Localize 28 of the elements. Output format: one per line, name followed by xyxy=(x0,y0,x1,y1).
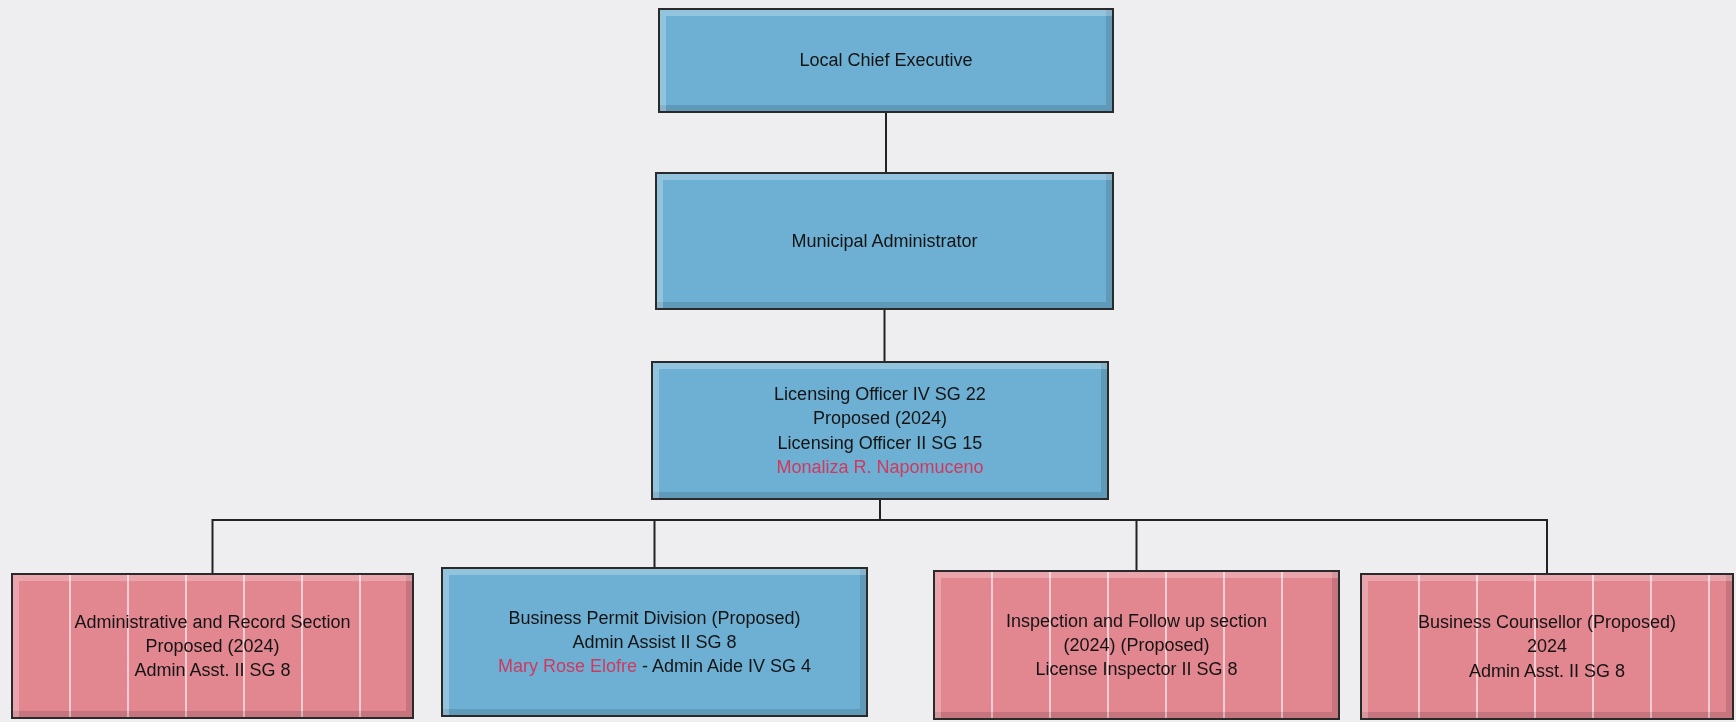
person-name: Mary Rose Elofre xyxy=(497,656,637,677)
box-text: License Inspector II SG 8 xyxy=(1035,658,1238,682)
org-box xyxy=(1360,573,1734,720)
org-box xyxy=(441,567,868,717)
box-text: (2024) (Proposed) xyxy=(1063,633,1210,657)
connector-line xyxy=(885,112,887,173)
box-text: Inspection and Follow up section xyxy=(1005,609,1268,633)
box-text: Admin Asst. II SG 8 xyxy=(134,659,291,683)
box-text: Licensing Officer IV SG 22 xyxy=(774,382,986,406)
box-text: Business Permit Division (Proposed) xyxy=(508,606,801,630)
box-text: Licensing Officer II SG 15 xyxy=(777,431,983,455)
box-text: Proposed (2024) xyxy=(812,407,948,431)
org-box xyxy=(655,172,1114,310)
box-text: Local Chief Executive xyxy=(799,49,973,73)
box-text: Proposed (2024) xyxy=(145,634,280,658)
org-box xyxy=(651,361,1109,500)
box-text: 2024 xyxy=(1526,635,1567,659)
org-box xyxy=(933,570,1340,720)
box-text: Administrative and Record Section xyxy=(74,610,351,634)
connector-line xyxy=(883,309,886,362)
org-box xyxy=(11,573,414,719)
box-text: Admin Assist II SG 8 xyxy=(572,630,737,654)
box-text: - Admin Aide IV SG 4 xyxy=(640,656,812,677)
box-text: Admin Asst. II SG 8 xyxy=(1468,659,1626,683)
box-text: Municipal Administrator xyxy=(791,229,978,253)
person-name: Monaliza R. Napomuceno xyxy=(776,455,984,479)
box-text: Business Counsellor (Proposed) xyxy=(1417,611,1677,635)
org-box xyxy=(658,8,1114,113)
